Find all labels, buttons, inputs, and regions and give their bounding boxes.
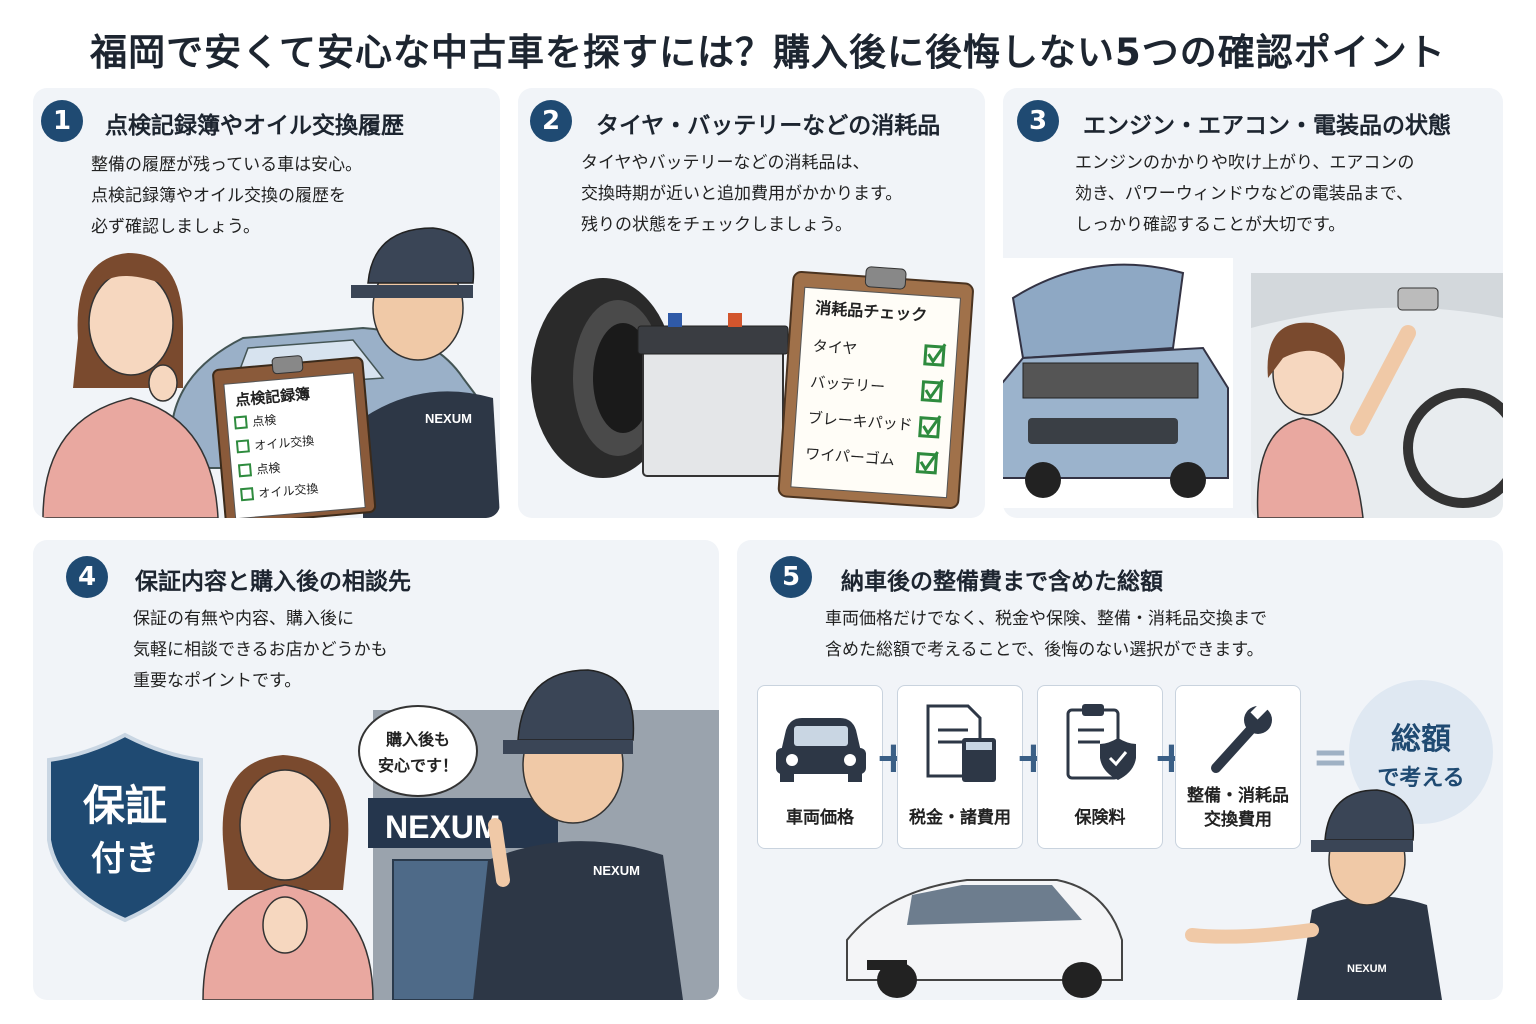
- shield-text: 保証: [83, 781, 167, 830]
- cost-label: 税金・諸費用: [909, 808, 1011, 828]
- point-card-4: 4 保証内容と購入後の相談先 保証の有無や内容、購入後に 気軽に相談できるお店か…: [33, 540, 719, 1000]
- mechanic-illustration: NEXUM: [351, 227, 500, 518]
- clipboard-illustration: 消耗品チェック タイヤ バッテリー ブレーキパッド ワイパーゴム: [777, 266, 974, 509]
- page-title: 福岡で安くて安心な中古車を探すには？購入後に後悔しない5つの確認ポイント: [90, 31, 1446, 74]
- shield-icon: 保証 付き: [47, 732, 203, 923]
- car-interior-illustration: [1251, 273, 1503, 518]
- point-description: 整備の履歴が残っている車は安心。 点検記録簿やオイル交換の履歴を 必ず確認しまし…: [91, 155, 363, 237]
- clipboard-item: 点検: [252, 413, 277, 429]
- clipboard-item: 点検: [256, 461, 281, 477]
- nexum-badge: NEXUM: [1347, 963, 1387, 975]
- clipboard-item: タイヤ: [812, 337, 858, 358]
- point-title: 保証内容と購入後の相談先: [135, 569, 411, 595]
- consumables-illustration: 消耗品チェック タイヤ バッテリー ブレーキパッド ワイパーゴム: [531, 266, 974, 509]
- point-card-2: 2 タイヤ・バッテリーなどの消耗品 タイヤやバッテリーなどの消耗品は、 交換時期…: [518, 88, 985, 518]
- car-illustration: [846, 879, 1123, 998]
- document-calculator-icon: [926, 704, 996, 782]
- equals-sign: =: [1312, 732, 1349, 783]
- point-card-5: 5 納車後の整備費まで含めた総額 車両価格だけでなく、税金や保険、整備・消耗品交…: [737, 540, 1503, 1000]
- inspection-illustration: NEXUM 点検記録簿 点検 オイル交換 点検 オイル交換: [42, 227, 500, 518]
- point-number: 2: [530, 100, 572, 142]
- point-card-1: 1 点検記録簿やオイル交換履歴 整備の履歴が残っている車は安心。 点検記録簿やオ…: [33, 88, 500, 518]
- point-number: 5: [770, 556, 812, 598]
- woman-illustration: [42, 253, 219, 518]
- clipboard-item: オイル交換: [254, 433, 315, 453]
- clipboard-item: オイル交換: [258, 480, 319, 500]
- clipboard-illustration: 点検記録簿 点検 オイル交換 点検 オイル交換: [212, 355, 377, 518]
- point-title: タイヤ・バッテリーなどの消耗品: [596, 113, 941, 139]
- nexum-badge: NEXUM: [593, 863, 640, 878]
- point-number: 1: [41, 100, 83, 142]
- delivery-illustration: NEXUM: [846, 789, 1442, 1000]
- cost-item-tax-fees: 税金・諸費用: [897, 685, 1023, 849]
- cost-label: 整備・消耗品: [1187, 786, 1289, 806]
- car-icon: [776, 718, 866, 782]
- nexum-badge: NEXUM: [425, 411, 472, 426]
- point-description: タイヤやバッテリーなどの消耗品は、 交換時期が近いと追加費用がかかります。 残り…: [581, 153, 903, 235]
- point-title: エンジン・エアコン・電装品の状態: [1083, 113, 1451, 139]
- cost-label: 車両価格: [786, 808, 854, 828]
- total-badge: 総額 で考える: [1349, 680, 1493, 824]
- car-engine-illustration: [1003, 258, 1233, 508]
- clipboard-shield-icon: [1066, 704, 1136, 780]
- point-description: 保証の有無や内容、購入後に 気軽に相談できるお店かどうかも 重要なポイントです。: [133, 609, 388, 691]
- mechanic-illustration: NEXUM: [473, 669, 683, 1000]
- shield-text: 付き: [91, 839, 159, 879]
- point-description: エンジンのかかりや吹け上がり、エアコンの 効き、パワーウィンドウなどの電装品まで…: [1075, 153, 1415, 235]
- point-title: 点検記録簿やオイル交換履歴: [105, 113, 404, 139]
- woman-illustration: [202, 755, 374, 1000]
- speech-bubble: 購入後も 安心です！: [358, 705, 478, 797]
- point-number: 3: [1017, 100, 1059, 142]
- cost-label: 保険料: [1074, 808, 1126, 828]
- point-number: 4: [66, 556, 108, 598]
- point-card-3: 3 エンジン・エアコン・電装品の状態 エンジンのかかりや吹け上がり、エアコンの …: [1003, 88, 1503, 518]
- wrench-icon: [1211, 702, 1272, 773]
- point-description: 車両価格だけでなく、税金や保険、整備・消耗品交換まで 含めた総額で考えることで、…: [825, 609, 1267, 660]
- cost-label: 交換費用: [1204, 810, 1272, 830]
- battery-icon: [637, 313, 789, 477]
- cost-item-maintenance: 整備・消耗品 交換費用: [1175, 685, 1301, 849]
- engine-aircon-illustration: [1003, 258, 1503, 518]
- point-title: 納車後の整備費まで含めた総額: [841, 569, 1163, 595]
- mechanic-illustration: NEXUM: [1185, 789, 1442, 1000]
- cost-item-insurance: 保険料: [1037, 685, 1163, 849]
- warranty-illustration: 保証 付き NEXUM NEXUM: [47, 669, 719, 1000]
- cost-item-vehicle-price: 車両価格: [757, 685, 883, 849]
- store-sign: NEXUM: [385, 809, 501, 845]
- clipboard-item: バッテリー: [810, 373, 886, 396]
